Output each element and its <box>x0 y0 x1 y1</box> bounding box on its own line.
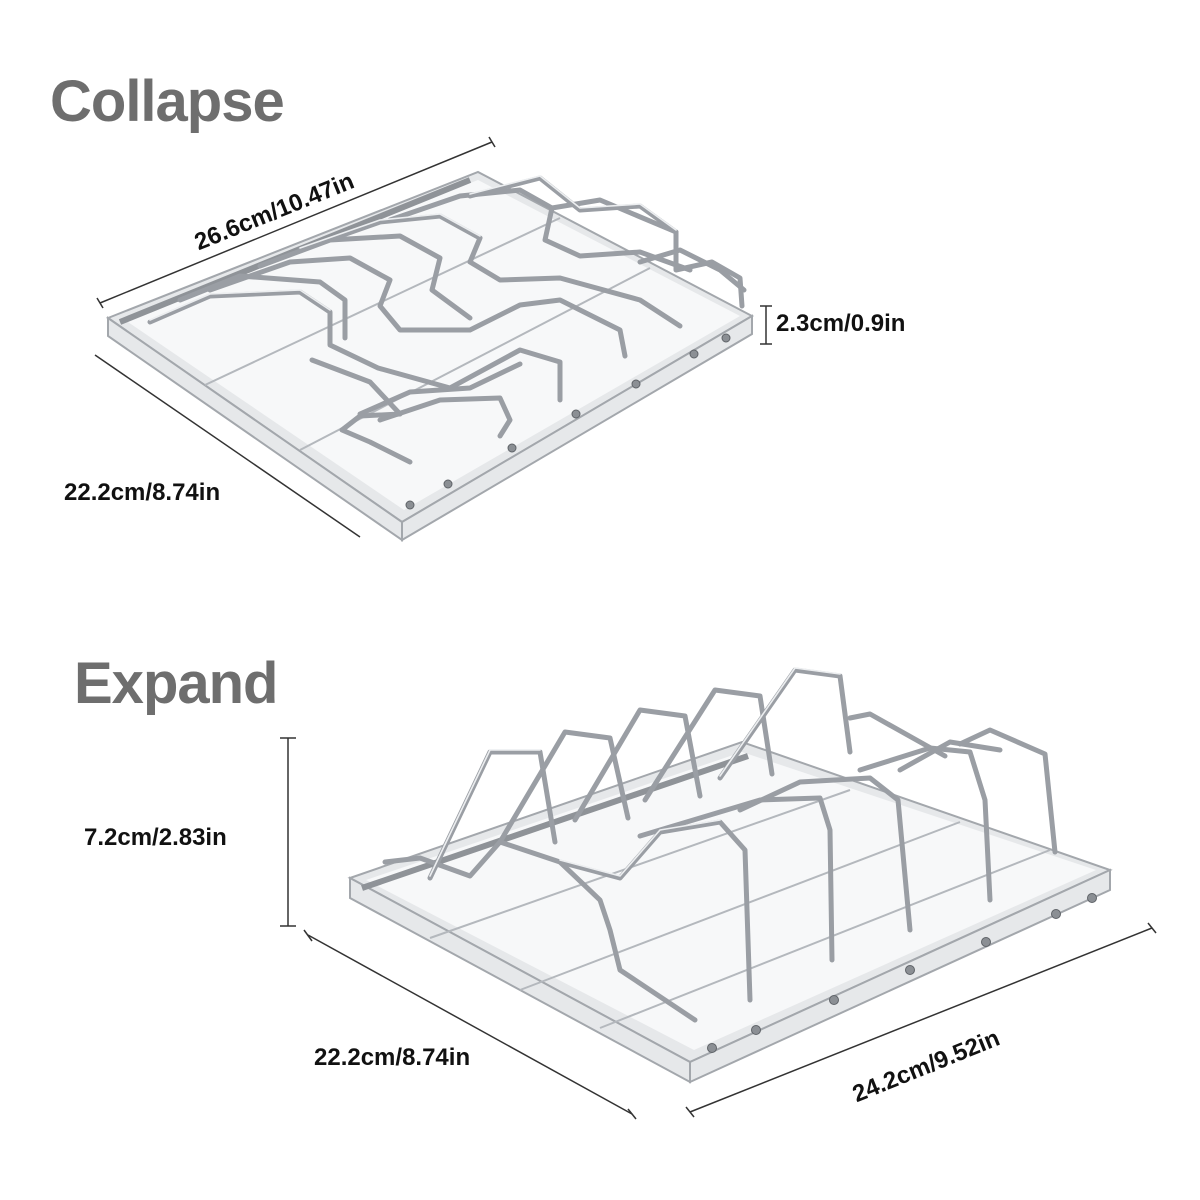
collapsed-wire-supports <box>147 175 747 465</box>
collapse-height-label: 2.3cm/0.9in <box>776 310 906 337</box>
expand-length-dimension-line <box>689 927 1153 1113</box>
expand-height-label: 7.2cm/2.83in <box>84 824 227 851</box>
expanded-bolts <box>707 893 1097 1053</box>
collapsed-rack-image <box>105 170 755 542</box>
expand-heading: Expand <box>74 651 278 716</box>
expand-width-label: 22.2cm/8.74in <box>314 1044 471 1071</box>
expand-width-dimension-line <box>307 934 633 1115</box>
collapse-heading: Collapse <box>50 69 285 134</box>
collapse-width-label: 22.2cm/8.74in <box>64 479 221 506</box>
expanded-wire-supports <box>382 667 1058 1023</box>
expanded-rack-image <box>347 667 1113 1084</box>
expanded-frame-front-side <box>689 868 1111 1084</box>
collapsed-bolts <box>405 333 731 510</box>
collapse-length-dimension-line <box>99 141 493 304</box>
collapse-width-dimension-line <box>94 354 361 538</box>
